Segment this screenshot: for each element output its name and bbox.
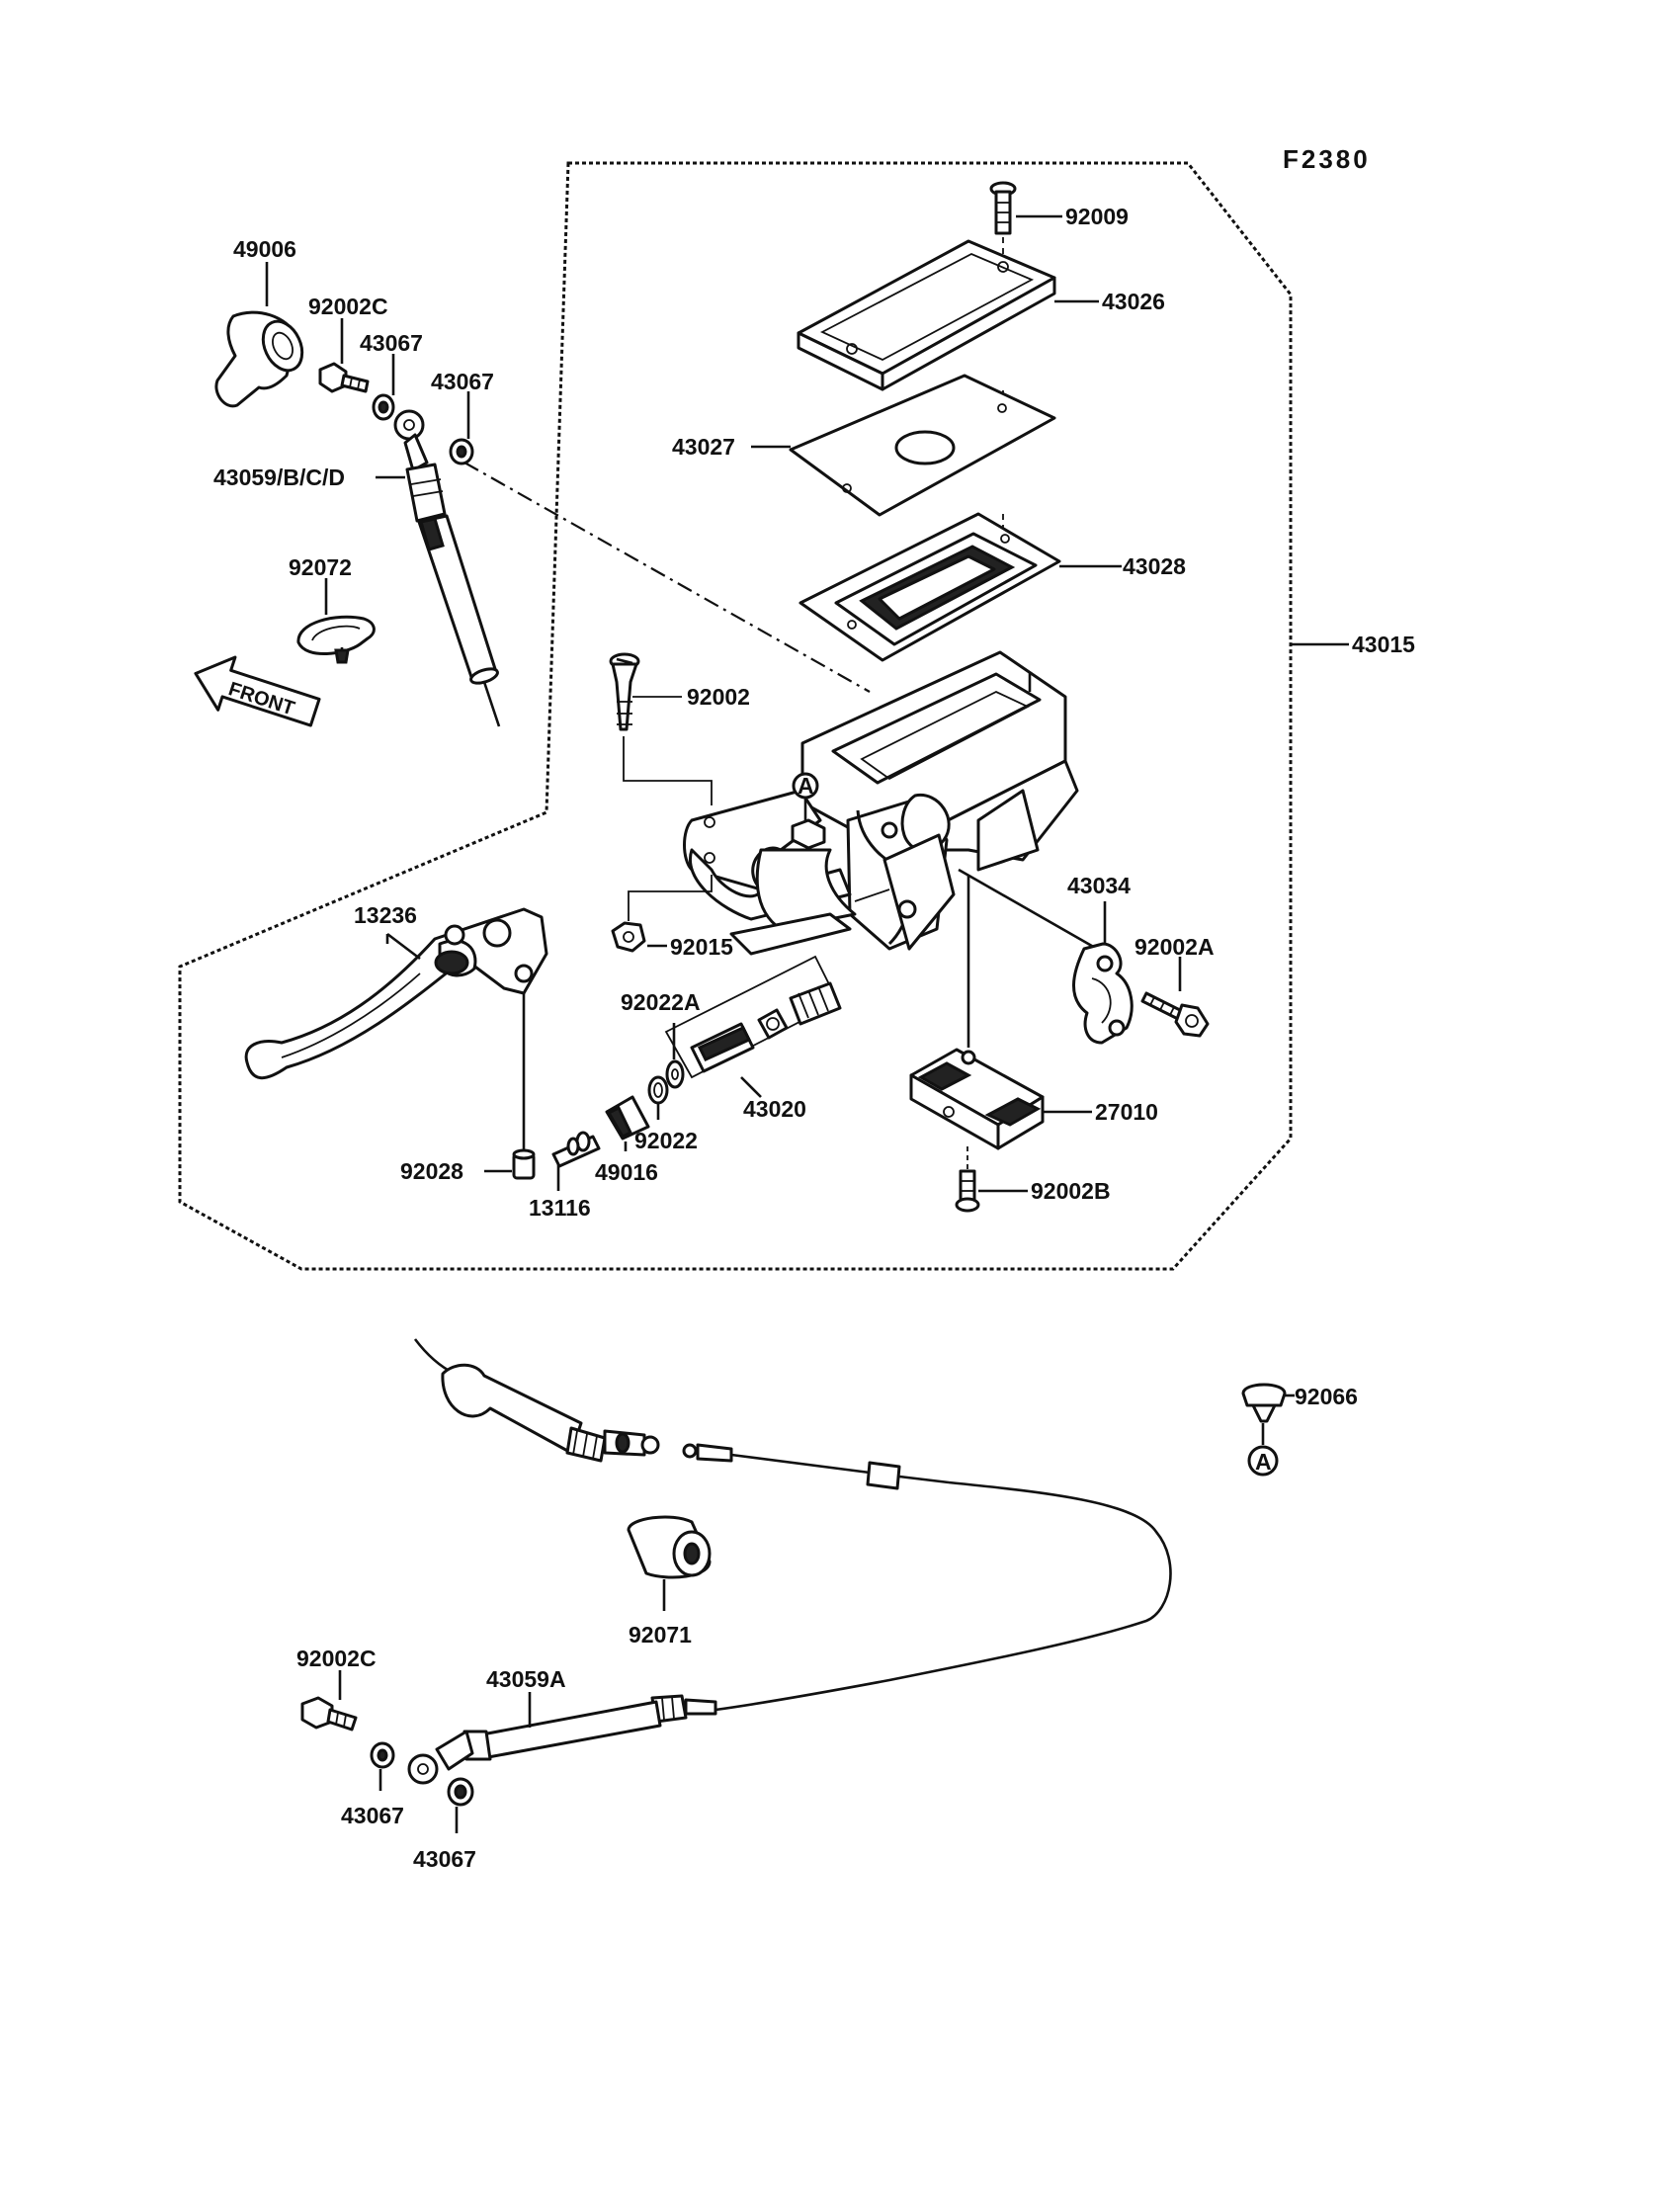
nut-92015 — [611, 921, 646, 953]
label-43026: 43026 — [1102, 289, 1165, 314]
washer-43067-a — [372, 393, 395, 421]
label-43067-a: 43067 — [360, 330, 423, 356]
label-43067-d: 43067 — [413, 1846, 476, 1872]
label-92015: 92015 — [670, 934, 733, 960]
label-43067-c: 43067 — [341, 1803, 404, 1828]
label-43034: 43034 — [1067, 873, 1131, 898]
washer-43067-d — [447, 1777, 474, 1807]
master-cylinder-body — [800, 650, 1079, 951]
hose-upper-section — [413, 1338, 660, 1463]
label-43020: 43020 — [743, 1096, 806, 1122]
label-92002c-bottom: 92002C — [296, 1646, 377, 1671]
reservoir-cap-43026 — [797, 239, 1056, 391]
boot-49016 — [605, 1095, 650, 1141]
bolt-92002c-top — [318, 362, 370, 393]
label-92022: 92022 — [634, 1128, 698, 1153]
band-92072 — [296, 615, 376, 664]
label-92072: 92072 — [289, 554, 352, 580]
lever-13236 — [244, 907, 548, 1080]
label-92066: 92066 — [1295, 1384, 1358, 1409]
cap-screw-92009 — [989, 181, 1017, 235]
bolt-92002c-bottom — [300, 1696, 358, 1732]
washer-43067-c — [370, 1741, 395, 1769]
screw-92002b — [955, 1169, 980, 1213]
label-43067-b: 43067 — [431, 369, 494, 394]
circlip-92022 — [647, 1075, 669, 1105]
hose-43059bcd — [393, 409, 501, 727]
label-49006: 49006 — [233, 236, 296, 262]
label-13236: 13236 — [354, 902, 417, 928]
bolt-92002a — [1140, 991, 1210, 1038]
svg-text:A: A — [798, 773, 814, 799]
label-92028: 92028 — [400, 1158, 463, 1184]
label-92009: 92009 — [1065, 204, 1129, 229]
label-92002c-top: 92002C — [308, 294, 388, 319]
diaphragm-43028 — [798, 512, 1061, 662]
label-92022a: 92022A — [621, 989, 701, 1015]
label-43028: 43028 — [1123, 553, 1186, 579]
assembly-boundary — [178, 161, 1293, 1271]
hose-43059a — [407, 1694, 717, 1785]
hose-cable-line — [682, 1443, 1172, 1712]
label-43059bcd: 43059/B/C/D — [213, 465, 345, 490]
bolt-92002 — [609, 652, 640, 731]
label-92002: 92002 — [687, 684, 750, 710]
plug-92066 — [1241, 1383, 1287, 1423]
label-92002a: 92002A — [1134, 934, 1215, 960]
label-92071: 92071 — [629, 1622, 692, 1648]
label-49016: 49016 — [595, 1159, 658, 1185]
washer-92022a — [665, 1059, 685, 1089]
washer-43067-b — [449, 438, 474, 465]
clamp-43034 — [1072, 942, 1134, 1045]
body-nut — [791, 818, 826, 850]
push-rod-13116 — [551, 1131, 601, 1168]
figure-code: F2380 — [1283, 144, 1371, 174]
ref-marker-a-plug: A — [1247, 1445, 1279, 1477]
piston-kit-43020 — [664, 955, 842, 1079]
label-43015: 43015 — [1352, 632, 1415, 657]
switch-27010 — [909, 1048, 1045, 1150]
body-clamp — [683, 789, 857, 956]
pin-92028 — [512, 1148, 536, 1180]
collar-92071 — [627, 1515, 712, 1579]
front-direction-arrow: FRONT — [194, 655, 321, 727]
diaphragm-plate-43027 — [789, 374, 1056, 517]
label-27010: 27010 — [1095, 1099, 1158, 1125]
label-92002b: 92002B — [1031, 1178, 1111, 1204]
label-43059a: 43059A — [486, 1666, 566, 1692]
cap-49006 — [214, 310, 304, 408]
svg-text:A: A — [1255, 1449, 1272, 1475]
label-43027: 43027 — [672, 434, 735, 460]
ref-marker-a-body: A — [792, 772, 819, 800]
label-13116: 13116 — [529, 1195, 591, 1221]
